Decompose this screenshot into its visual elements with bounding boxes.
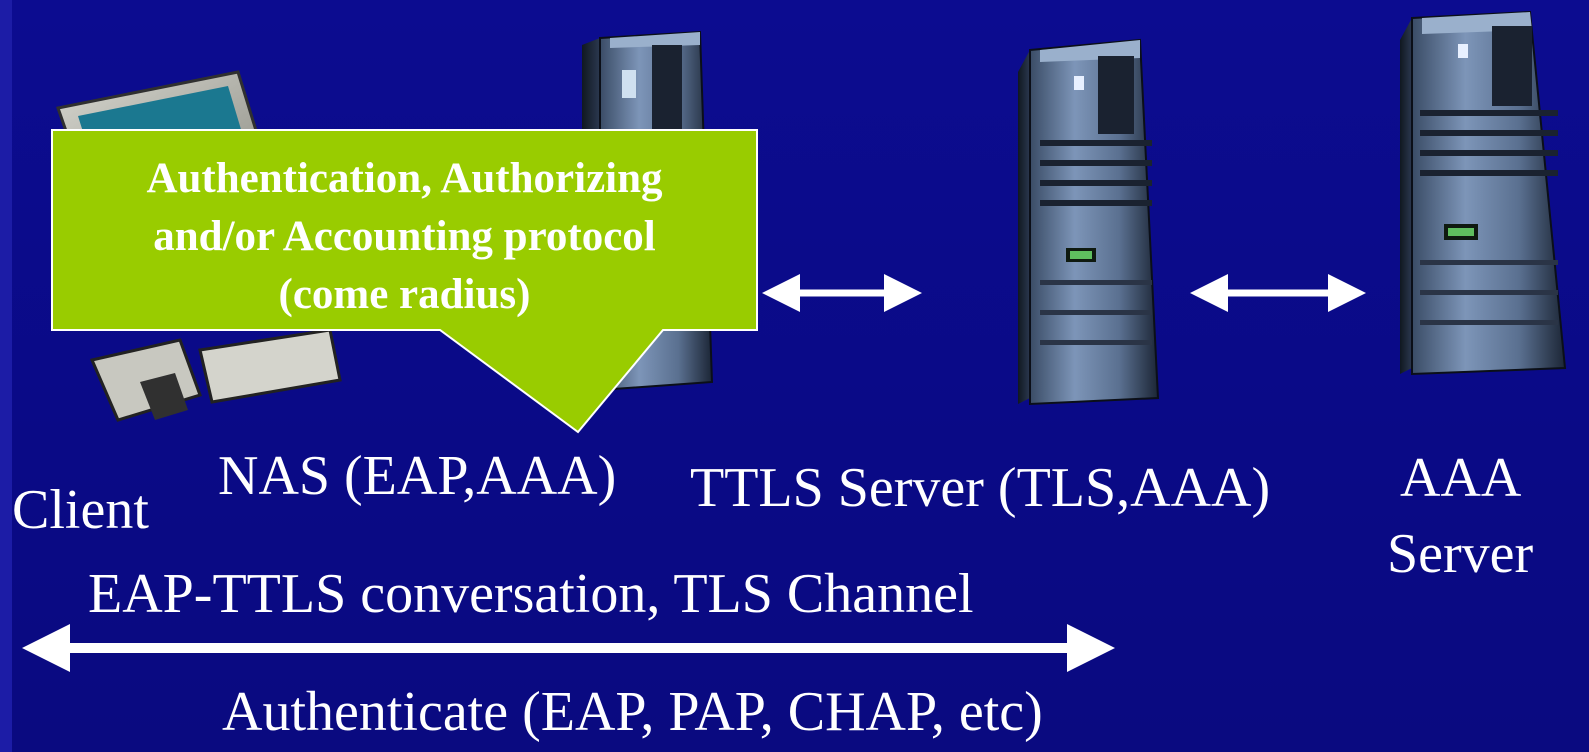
arrow-nas-ttls [762,274,922,312]
aaa-server-label-line-1: AAA [1400,447,1522,509]
nas-label: NAS (EAP,AAA) [218,445,617,507]
ttls-server-label: TTLS Server (TLS,AAA) [690,457,1271,519]
callout-line-1: Authentication, Authorizing [146,155,663,202]
callout-text: Authentication, Authorizing and/or Accou… [52,150,757,324]
slide-left-stripe [0,0,12,752]
callout-line-2: and/or Accounting protocol [153,213,656,260]
ttls-server-icon [1018,38,1160,406]
arrow-ttls-aaa [1190,274,1366,312]
client-label: Client [12,479,149,541]
tls-channel-label: EAP-TTLS conversation, TLS Channel [88,563,974,625]
callout-bubble [51,129,758,434]
authenticate-label: Authenticate (EAP, PAP, CHAP, etc) [222,681,1043,743]
arrow-tls-channel [22,624,1115,672]
aaa-server-label-line-2: Server [1387,523,1534,585]
callout-line-3: (come radius) [278,271,531,318]
aaa-server-icon [1400,10,1567,376]
